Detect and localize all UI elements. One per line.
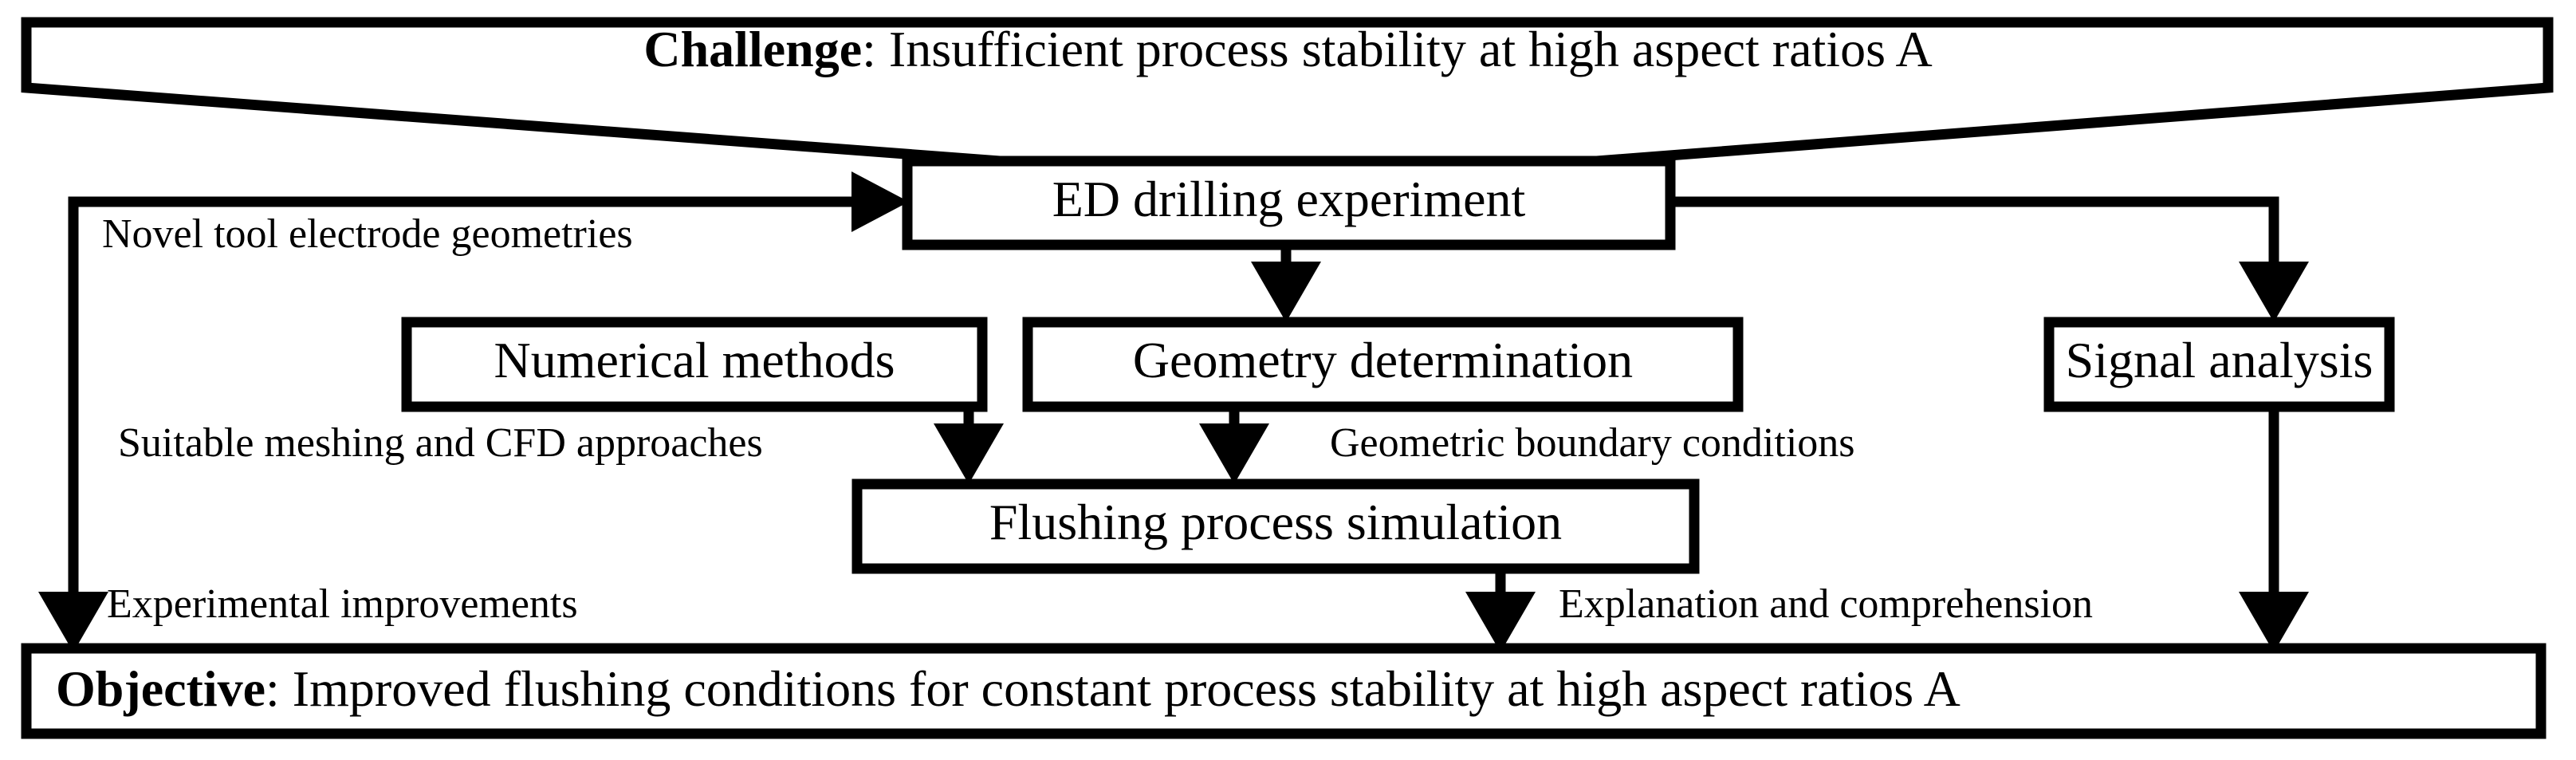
arrowhead-signal-to-objective <box>2239 592 2309 652</box>
edge-label-explanation-and-comprehension: Explanation and comprehension <box>1559 581 2094 627</box>
node-label-geometry-determination: Geometry determination <box>1132 332 1634 388</box>
edge-label-novel-tool-electrode-geometries: Novel tool electrode geometries <box>102 211 633 257</box>
edge-ed-to-left-rail <box>68 196 885 630</box>
arrowhead-into-geometry-determination <box>1251 262 1321 322</box>
arrowhead-into-ed-box <box>851 171 909 232</box>
edge-label-experimental-improvements: Experimental improvements <box>107 581 578 627</box>
arrowhead-numerical-to-flushing <box>934 423 1004 484</box>
node-label-flushing-process-simulation: Flushing process simulation <box>989 494 1563 550</box>
node-label-ed-drilling-experiment: ED drilling experiment <box>1052 171 1526 227</box>
box-geometry-determination <box>1022 317 1744 412</box>
arrowhead-flushing-to-objective <box>1465 592 1536 652</box>
edge-ed-to-signal-analysis <box>1670 196 2279 299</box>
arrowhead-into-signal-analysis <box>2239 262 2309 322</box>
challenge-banner-strong: Challenge <box>643 21 863 77</box>
objective-banner-label: Objective: Improved flushing conditions … <box>56 664 1961 715</box>
objective-banner-strong: Objective <box>56 660 265 717</box>
objective-banner-shape <box>21 643 2547 739</box>
box-numerical-methods <box>401 317 988 412</box>
node-label-signal-analysis: Signal analysis <box>2065 332 2373 388</box>
box-signal-analysis <box>2043 317 2395 412</box>
box-ed-drilling-experiment <box>902 156 1676 250</box>
edge-label-geometric-boundary-conditions: Geometric boundary conditions <box>1330 420 1855 466</box>
arrowhead-left-rail-to-objective <box>38 592 108 652</box>
box-flushing-process-simulation <box>851 478 1700 574</box>
edge-label-suitable-meshing-and-cfd-approaches: Suitable meshing and CFD approaches <box>118 420 763 466</box>
challenge-banner-rest: : Insufficient process stability at high… <box>862 21 1933 77</box>
objective-banner-rest: : Improved flushing conditions for const… <box>265 660 1961 717</box>
challenge-banner-label: Challenge: Insufficient process stabilit… <box>0 24 2576 75</box>
arrowhead-geometry-to-flushing <box>1199 423 1269 484</box>
node-label-numerical-methods: Numerical methods <box>494 332 895 388</box>
